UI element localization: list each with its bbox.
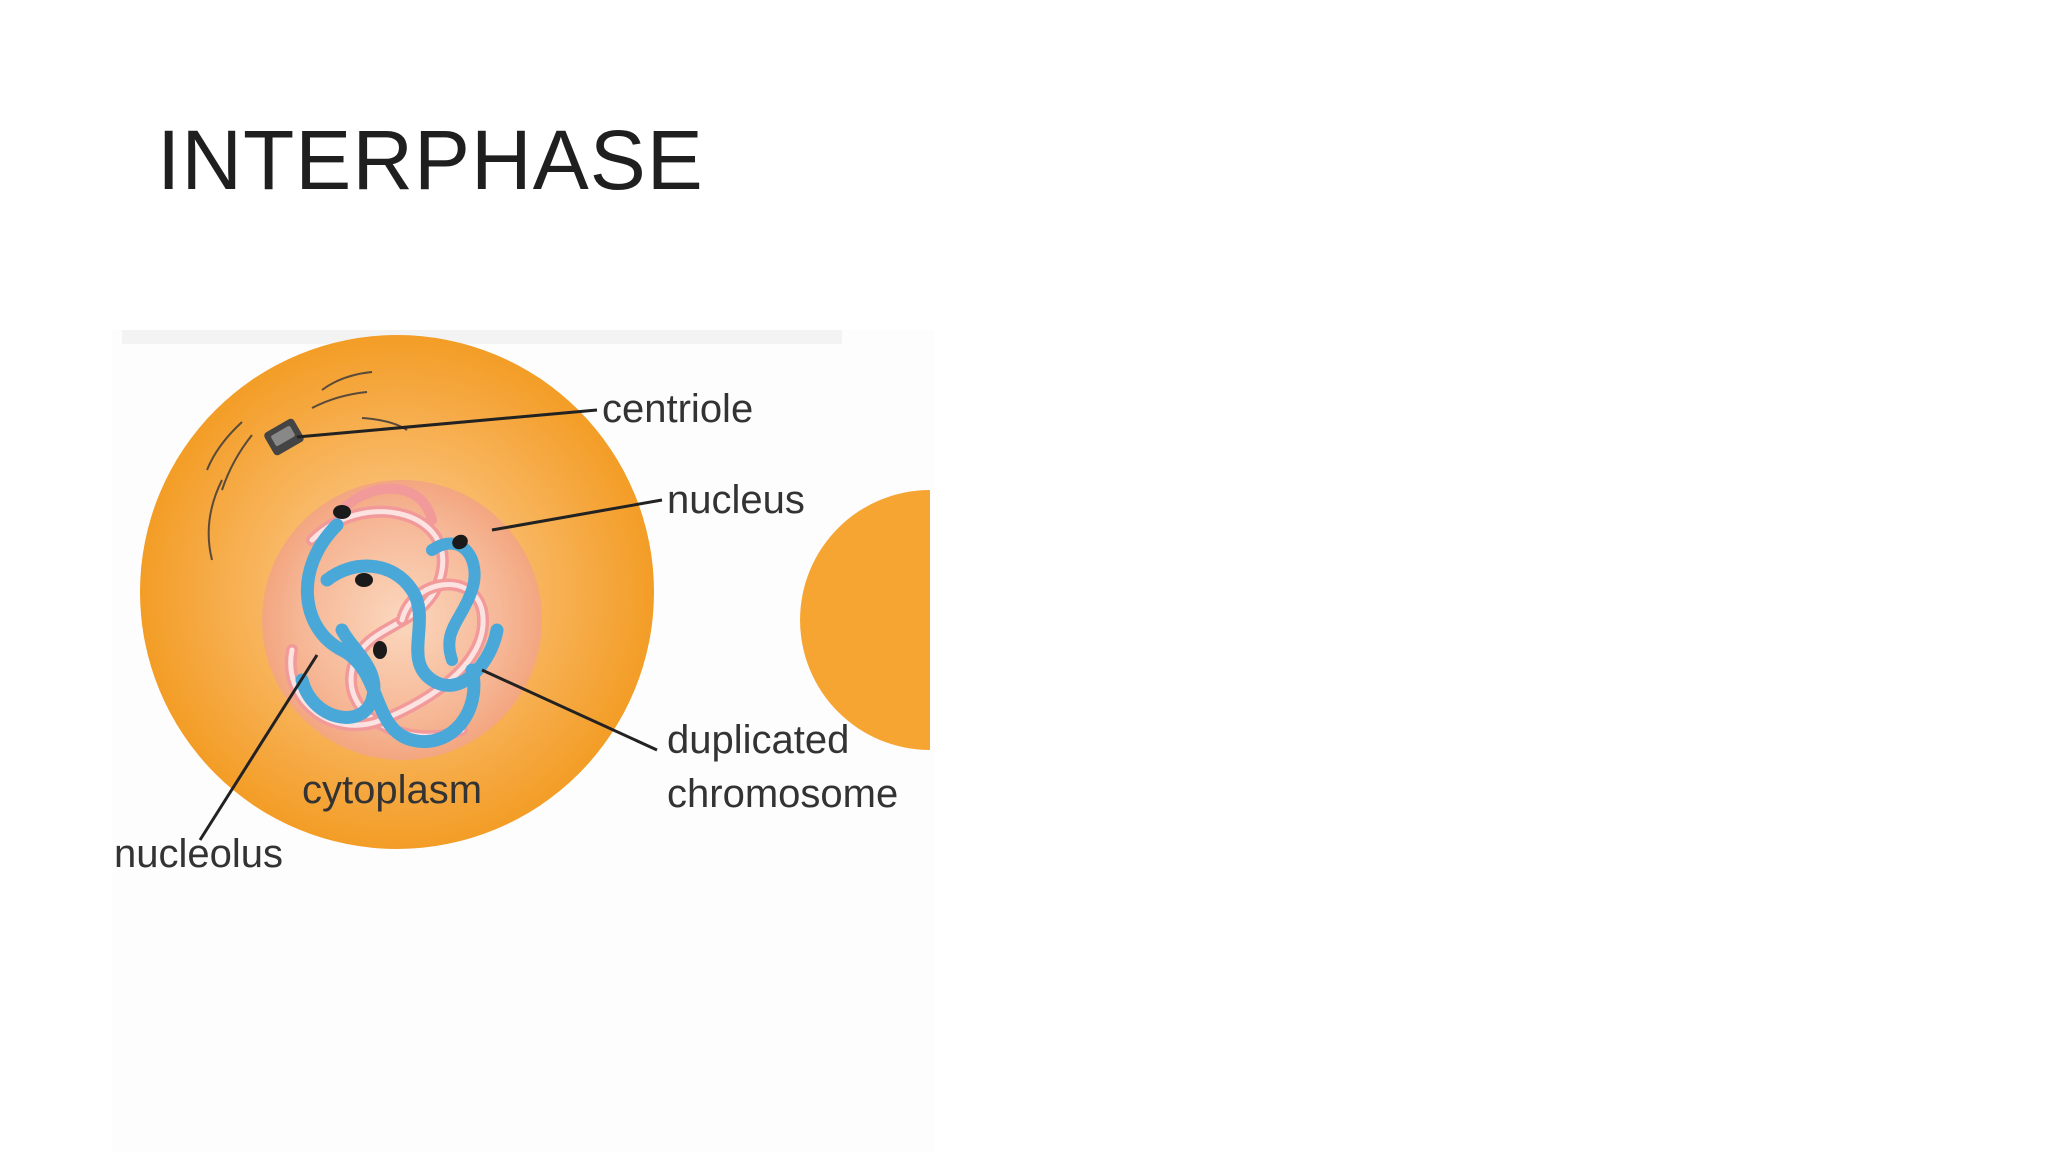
nucleus-leader [491, 498, 663, 532]
nucleolus-leader [198, 654, 319, 841]
centriole-icon [264, 418, 304, 456]
label-duplicated: duplicated [667, 718, 849, 762]
label-chromosome: chromosome [667, 772, 898, 816]
interphase-figure: centriole nucleus duplicated chromosome … [112, 330, 934, 1152]
cropped-text-strip [122, 330, 842, 344]
label-centriole: centriole [602, 387, 753, 431]
centriole-leader [296, 408, 598, 439]
label-nucleus: nucleus [667, 478, 805, 522]
label-cytoplasm: cytoplasm [302, 768, 482, 812]
slide-title: INTERPHASE [157, 113, 704, 207]
leader-lines [198, 408, 663, 841]
chromosome-leader [481, 668, 658, 752]
label-nucleolus: nucleolus [114, 832, 283, 876]
neighbour-cell-edge [800, 490, 930, 750]
interphase-diagram: centriole nucleus duplicated chromosome … [114, 330, 934, 876]
aster-fibers [206, 371, 408, 561]
chromosome-centromeres [333, 505, 468, 659]
